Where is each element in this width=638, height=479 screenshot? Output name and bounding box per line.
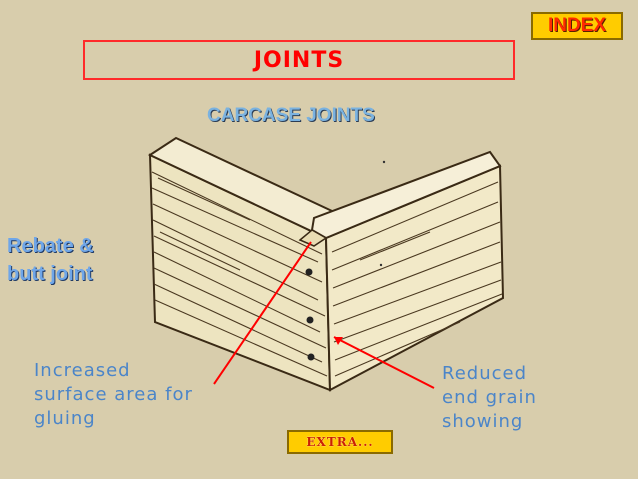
annotation-line: gluing [34,408,96,429]
joint-name-label: Rebate & butt joint [7,232,94,288]
annotation-line: Reduced [442,363,528,384]
left-grain-lines [151,171,328,377]
end-grain-annotation: Reduced end grain showing [442,362,537,434]
title-box [83,40,515,80]
annotation-line: surface area for [34,384,193,405]
joint-name-line: Rebate & [7,235,94,257]
end-grain-pointer [333,336,435,389]
annotation-line: end grain [442,387,537,408]
section-subtitle: CARCASE JOINTS [207,105,375,126]
joint-name-line: butt joint [7,263,93,285]
page-title: JOINTS [253,48,345,73]
pointer-arrowhead [334,337,343,345]
index-button-label: INDEX [547,15,607,36]
index-button[interactable]: INDEX [531,12,623,40]
annotation-line: showing [442,411,524,432]
extra-button[interactable]: EXTRA... [287,430,393,454]
surface-area-annotation: Increased surface area for gluing [34,359,193,431]
surface-area-pointer [213,241,312,385]
nail-heads [305,268,315,361]
annotation-line: Increased [34,360,131,381]
speck [379,263,383,267]
extra-button-label: EXTRA... [306,435,374,449]
right-grain-lines [331,181,503,377]
speck [382,160,386,164]
